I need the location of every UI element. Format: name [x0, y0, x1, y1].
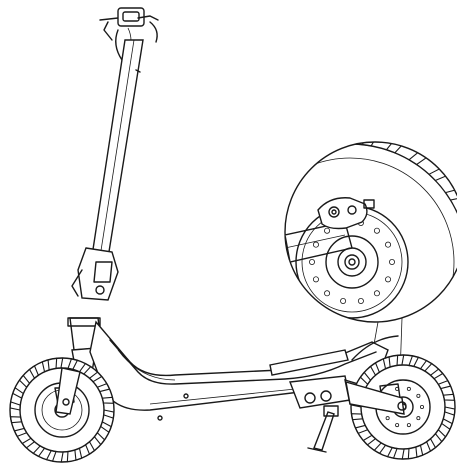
tread-block [21, 437, 36, 449]
tread-block [67, 358, 79, 371]
tread-block [437, 379, 452, 390]
detail-callout [218, 141, 457, 379]
disc-hole [385, 276, 392, 283]
disc-hole [385, 241, 392, 248]
kickstand [307, 405, 339, 453]
disc-hole [340, 297, 347, 304]
callout-brake-caliper [317, 197, 368, 230]
tread-block [429, 368, 444, 380]
tread-block [312, 142, 325, 151]
tread-block [13, 427, 28, 438]
tread-block [359, 371, 372, 386]
tread-block [246, 173, 260, 193]
tread-block [440, 331, 454, 351]
disc-hole [312, 241, 319, 248]
tread-block [222, 220, 237, 238]
disc-hole [373, 290, 380, 297]
tread-block [232, 195, 246, 214]
tread-block [32, 445, 46, 458]
pivot-bolt-right [320, 390, 332, 402]
tread-block [99, 421, 112, 434]
callout-axle-nut [344, 254, 360, 270]
tread-block [386, 446, 398, 459]
tread-block [93, 431, 106, 446]
tread-block [41, 359, 50, 373]
tread-block [288, 142, 300, 161]
disc-hole [308, 258, 315, 265]
disc-hole [416, 416, 421, 421]
tread-block [12, 386, 25, 399]
tread-block [18, 374, 31, 389]
steering-stem [91, 39, 144, 259]
tread-block [396, 354, 405, 367]
folding-joint [71, 247, 119, 301]
tread-block [28, 365, 40, 380]
callout-circle [284, 141, 457, 323]
tread-block [425, 437, 437, 452]
disc-hole [357, 297, 364, 304]
tread-block [9, 416, 23, 424]
tread-block [361, 142, 380, 147]
tread-block [354, 424, 369, 435]
tread-block [84, 440, 96, 455]
tread-block [96, 382, 111, 393]
tread-block [78, 362, 92, 375]
tread-block [415, 444, 424, 458]
tread-block [408, 355, 420, 368]
deck-bolt [183, 393, 189, 399]
disc-hole [406, 423, 411, 428]
pivot-bolt-left [304, 392, 316, 404]
handlebar-assembly [99, 7, 159, 61]
tread-block [442, 393, 456, 401]
disc-hole [324, 227, 331, 234]
disc-hole [419, 404, 424, 409]
tread-block [103, 409, 115, 419]
tread-block [9, 401, 21, 411]
rear-fender [351, 335, 399, 361]
front-fork-leg [55, 367, 81, 415]
disc-hole [385, 416, 390, 421]
disc-hole [388, 258, 395, 265]
tread-block [101, 396, 115, 404]
disc-hole [416, 393, 421, 398]
tread-block [382, 356, 391, 370]
tread-block [444, 406, 456, 416]
tread-block [55, 357, 64, 370]
disc-hole [373, 227, 380, 234]
tread-block [440, 418, 453, 431]
tread-block [362, 434, 377, 446]
tread-block [224, 301, 242, 310]
tread-block [336, 142, 353, 146]
tread-block [45, 449, 57, 462]
disc-hole [324, 290, 331, 297]
tread-block [235, 324, 255, 335]
tread-block [369, 362, 381, 377]
tread-block [60, 450, 69, 463]
tread-block [74, 447, 83, 461]
tread-block [373, 442, 387, 455]
tread-block [266, 154, 278, 174]
disc-hole [395, 423, 400, 428]
tread-block [219, 274, 235, 286]
tread-block [218, 247, 232, 262]
tread-block [419, 359, 433, 372]
tread-block [88, 371, 103, 383]
tread-block [251, 344, 271, 357]
tread-block [350, 413, 364, 421]
disc-hole [406, 386, 411, 391]
front-tread [9, 357, 115, 463]
disc-hole [312, 276, 319, 283]
tread-block [401, 447, 410, 460]
tread-block [434, 428, 447, 443]
rear-tread [350, 354, 456, 460]
